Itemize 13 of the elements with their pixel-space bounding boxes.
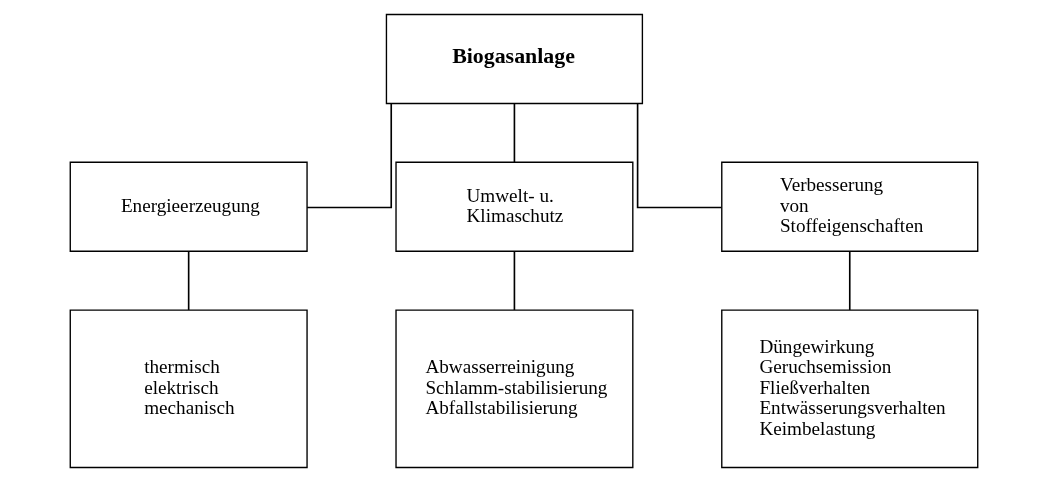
node-box: Energieerzeugung [69,161,308,252]
node-box: Abwasserreinigung Schlamm-stabilisierung Abfallstabilisierung [395,308,634,468]
connector [513,250,516,311]
connector [848,250,851,311]
connector [513,102,516,163]
node-box: Düngewirkung Geruchsemission Fließverhalten Entwässerungsverhalten Keimbelastung [721,308,979,468]
node-box: thermisch elektrisch mechanisch [69,308,308,468]
connector [306,102,393,208]
node-box: Biogasanlage [385,13,644,104]
connector [187,250,190,311]
node-box: Verbesserung von Stoffeigenschaften [721,161,979,252]
connector [636,102,723,208]
node-box: Umwelt- u. Klimaschutz [395,161,634,252]
